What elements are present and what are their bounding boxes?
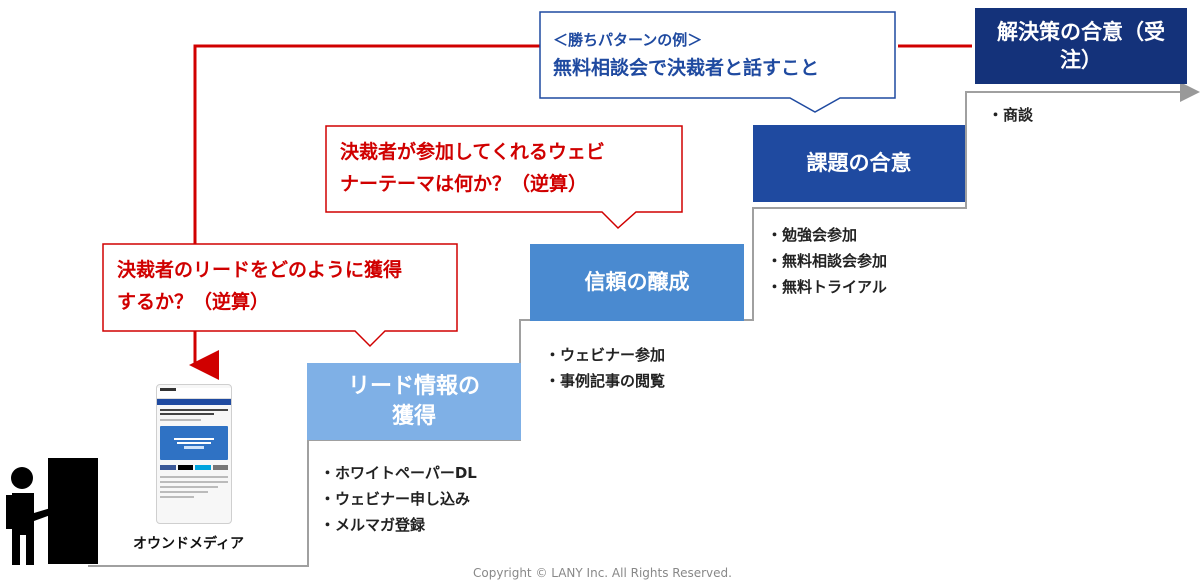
callout-win-line2: 無料相談会で決裁者と話すこと bbox=[553, 57, 820, 79]
callout-lead-bubble bbox=[102, 243, 458, 348]
phone-article-title bbox=[157, 405, 231, 421]
smartphone-mockup bbox=[156, 384, 232, 524]
bullet-item: ・ウェビナー参加 bbox=[545, 346, 666, 364]
step-lead-label: リード情報の獲得 bbox=[347, 373, 480, 429]
bullet-item: ・ウェビナー申し込み bbox=[320, 490, 471, 508]
step-solution-label-2: 注） bbox=[1060, 48, 1102, 72]
step-trust-building: 信頼の醸成 bbox=[530, 244, 744, 321]
bullet-item: ・無料相談会参加 bbox=[767, 252, 888, 270]
owned-media-label: オウンドメディア bbox=[133, 536, 245, 552]
callout-win-line1: ＜勝ちパターンの例＞ bbox=[553, 31, 703, 49]
phone-body-text bbox=[157, 470, 231, 498]
callout-lead-line1: 決裁者のリードをどのように獲得 bbox=[117, 259, 403, 281]
phone-hero-banner bbox=[160, 426, 228, 460]
person-at-door-icon bbox=[6, 458, 98, 565]
step-solution-agreement: 解決策の合意（受 注） bbox=[975, 8, 1187, 84]
callout-win-bubble bbox=[539, 11, 896, 113]
callout-win-text: ＜勝ちパターンの例＞ 無料相談会で決裁者と話すこと bbox=[553, 28, 819, 84]
step-solution-label-1: 解決策の合意（受 bbox=[997, 19, 1165, 44]
callout-lead-line2: するか？（逆算） bbox=[117, 291, 270, 313]
phone-header bbox=[157, 388, 231, 399]
copyright-text: Copyright © LANY Inc. All Rights Reserve… bbox=[473, 566, 732, 580]
bullets-lead: ・ホワイトペーパーDL ・ウェビナー申し込み ・メルマガ登録 bbox=[320, 460, 477, 538]
step-issue-agreement: 課題の合意 bbox=[753, 125, 965, 202]
callout-webinar-text: 決裁者が参加してくれるウェビ ナーテーマは何か？（逆算） bbox=[340, 136, 605, 200]
bullet-item: ・勉強会参加 bbox=[767, 226, 858, 244]
callout-webinar-line1: 決裁者が参加してくれるウェビ bbox=[340, 141, 605, 163]
bullet-item: ・無料トライアル bbox=[767, 278, 887, 296]
bullet-item: ・事例記事の閲覧 bbox=[545, 372, 666, 390]
step-lead-acquisition: リード情報の獲得 bbox=[307, 363, 521, 440]
phone-nav-bar bbox=[157, 399, 231, 405]
step-trust-label: 信頼の醸成 bbox=[584, 270, 690, 295]
bullet-item: ・ホワイトペーパーDL bbox=[320, 464, 477, 482]
bullets-trust: ・ウェビナー参加 ・事例記事の閲覧 bbox=[545, 342, 665, 394]
bullets-solution: ・商談 bbox=[988, 102, 1033, 128]
callout-webinar-bubble bbox=[325, 125, 683, 230]
bullet-item: ・商談 bbox=[988, 106, 1034, 124]
callout-webinar-line2: ナーテーマは何か？（逆算） bbox=[340, 173, 588, 195]
bullet-item: ・メルマガ登録 bbox=[320, 516, 426, 534]
step-issue-label: 課題の合意 bbox=[806, 151, 912, 176]
bullets-issue: ・勉強会参加 ・無料相談会参加 ・無料トライアル bbox=[767, 222, 887, 300]
callout-lead-text: 決裁者のリードをどのように獲得 するか？（逆算） bbox=[117, 254, 402, 318]
phone-share-buttons bbox=[160, 465, 228, 470]
